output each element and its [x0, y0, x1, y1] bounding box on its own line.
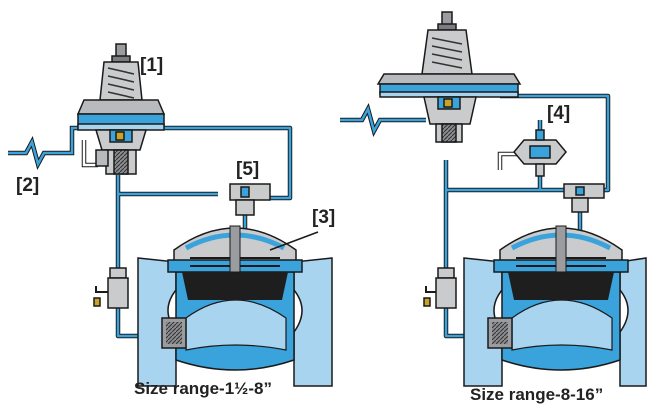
- right-main-valve: [463, 225, 647, 387]
- right-assembly: [340, 11, 647, 387]
- callout-3-label: [3]: [312, 207, 336, 228]
- left-needle-valve: [93, 267, 129, 309]
- right-pilot-valve: [376, 11, 522, 143]
- left-inlet-line: [8, 125, 98, 170]
- right-accessory-valve: [513, 129, 567, 177]
- callout-3-leader: [269, 231, 319, 251]
- callout-1-label: [1]: [140, 55, 164, 76]
- left-tee-fitting: [229, 183, 271, 216]
- caption-right-size-range: Size range-8-16”: [470, 385, 604, 404]
- left-main-valve: [137, 225, 333, 387]
- left-assembly: [8, 43, 333, 387]
- left-pilot-valve: [76, 43, 166, 175]
- callout-2-label: [2]: [16, 175, 40, 196]
- callout-5-label: [5]: [236, 159, 260, 180]
- right-tee-fitting: [563, 183, 605, 213]
- callout-4-label: [4]: [547, 103, 571, 124]
- right-needle-valve: [423, 267, 457, 309]
- caption-left-size-range: Size range-1½-8”: [134, 379, 272, 398]
